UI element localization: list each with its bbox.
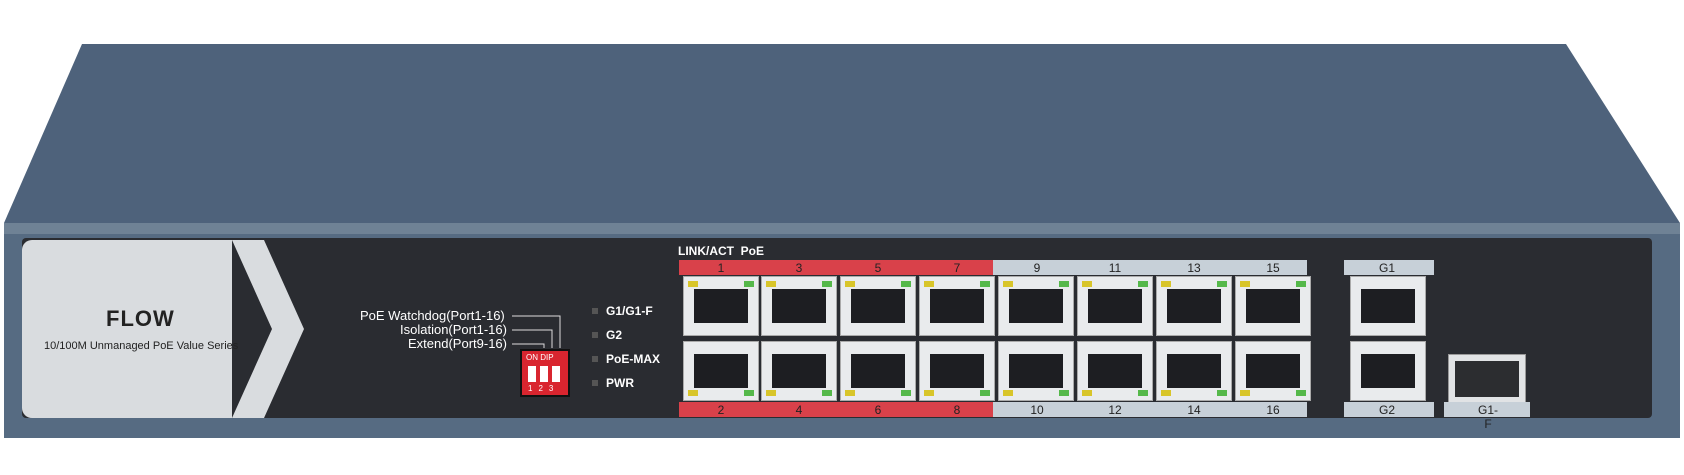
rj45-port-12[interactable] [1077,341,1153,401]
port-number: 2 [717,403,725,417]
dip-number-labels: 123 [528,384,560,393]
rj45-port-4[interactable] [761,341,837,401]
led-label-pwr: PWR [606,376,634,390]
port-number: 9 [1033,261,1041,275]
poe-band-bottom [679,402,993,417]
dip-label-watchdog: PoE Watchdog(Port1-16) [360,308,505,323]
dip-label-extend: Extend(Port9-16) [408,336,507,351]
link-act-poe-label: LINK/ACT PoE [678,244,764,258]
led-label-g2: G2 [606,328,623,342]
port-number: 16 [1266,403,1280,417]
port-number: 5 [874,261,882,275]
nonpoe-band-bottom [993,402,1307,417]
led-g2 [592,332,598,338]
sfp-label: G1-F [1477,403,1498,431]
nonpoe-band-top [993,260,1307,275]
brand-logo: FLOW [106,306,175,331]
series-text: 10/100M Unmanaged PoE Value Series [44,340,239,352]
port-number: 13 [1187,261,1201,275]
uplink-label-g2: G2 [1378,403,1395,417]
rj45-port-3[interactable] [761,276,837,336]
port-number: 7 [953,261,961,275]
dip-on-label: ON DIP [526,353,554,362]
rj45-port-g2[interactable] [1350,341,1426,401]
port-number: 6 [874,403,882,417]
port-number: 8 [953,403,961,417]
port-number: 4 [795,403,803,417]
dip-switch[interactable]: ON DIP 123 [520,349,570,397]
rj45-port-11[interactable] [1077,276,1153,336]
port-number: 10 [1030,403,1044,417]
port-number: 11 [1108,261,1122,275]
led-poe-max [592,356,598,362]
port-number: 12 [1108,403,1122,417]
rj45-port-13[interactable] [1156,276,1232,336]
rj45-port-5[interactable] [840,276,916,336]
port-number: 3 [795,261,803,275]
rj45-port-7[interactable] [919,276,995,336]
rj45-port-16[interactable] [1235,341,1311,401]
poe-band-top [679,260,993,275]
dip-switch-2[interactable] [540,366,548,382]
rj45-port-9[interactable] [998,276,1074,336]
port-number: 14 [1187,403,1201,417]
rj45-port-10[interactable] [998,341,1074,401]
front-panel: FLOW 10/100M Unmanaged PoE Value Series … [22,238,1652,418]
rj45-port-g1[interactable] [1350,276,1426,336]
sfp-label-band [1444,402,1530,417]
dip-leader-lines [512,315,561,348]
uplink-band-bottom [1344,402,1434,417]
uplink-band-top [1344,260,1434,275]
rj45-port-6[interactable] [840,341,916,401]
dip-switch-3[interactable] [552,366,560,382]
rj45-port-14[interactable] [1156,341,1232,401]
led-label-g1: G1/G1-F [606,304,653,318]
sfp-port-g1-f[interactable] [1448,354,1526,404]
port-number: 1 [717,261,725,275]
led-g1 [592,308,598,314]
label-card: FLOW 10/100M Unmanaged PoE Value Series [22,240,238,418]
uplink-label-g1: G1 [1378,261,1395,275]
port-number: 15 [1266,261,1280,275]
rj45-port-1[interactable] [683,276,759,336]
dip-switch-1[interactable] [528,366,536,382]
rj45-port-15[interactable] [1235,276,1311,336]
rj45-port-8[interactable] [919,341,995,401]
sfp-cage [1455,361,1519,397]
led-pwr [592,380,598,386]
dip-label-isolation: Isolation(Port1-16) [400,322,507,337]
rj45-port-2[interactable] [683,341,759,401]
led-label-poe-max: PoE-MAX [606,352,660,366]
chevron-graphic [232,240,304,418]
